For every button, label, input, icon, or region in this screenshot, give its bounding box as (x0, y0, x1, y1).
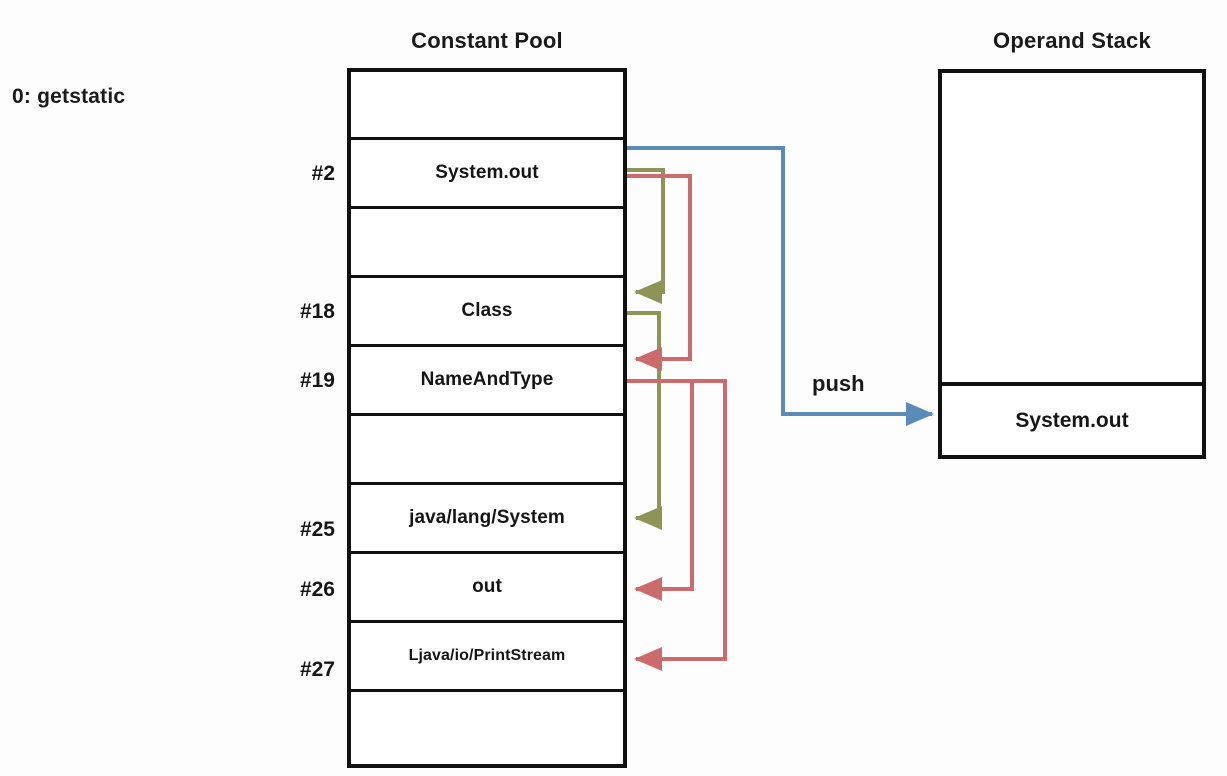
arrow-ref-18-to-25 (627, 311, 662, 530)
cp-cell-value: out (472, 576, 502, 597)
cp-cell-value: java/lang/System (409, 507, 565, 528)
cp-index-2: #2 (311, 162, 335, 185)
table-row[interactable]: out (351, 554, 623, 623)
cp-cell-value: Class (461, 300, 513, 321)
table-row[interactable] (351, 416, 623, 485)
cp-index-27: #27 (299, 658, 335, 681)
operand-stack-empty-space[interactable] (942, 73, 1202, 382)
cp-index-18: #18 (299, 300, 335, 323)
table-row[interactable]: Ljava/io/PrintStream (351, 623, 623, 692)
table-row[interactable]: Class (351, 278, 623, 347)
opcode-label: 0: getstatic (12, 85, 126, 108)
cp-cell-value: NameAndType (420, 369, 554, 390)
table-row[interactable] (351, 72, 623, 140)
cp-index-25: #25 (299, 518, 335, 541)
cp-cell-value: System.out (435, 162, 539, 183)
table-row[interactable] (351, 209, 623, 278)
table-row[interactable]: java/lang/System (351, 485, 623, 554)
arrow-ref-19-to-26 (627, 379, 694, 601)
operand-stack-top-entry[interactable]: System.out (942, 382, 1202, 455)
cp-index-19: #19 (299, 369, 335, 392)
cp-index-26: #26 (299, 578, 335, 601)
table-row[interactable]: NameAndType (351, 347, 623, 416)
constant-pool-title: Constant Pool (411, 28, 563, 53)
arrow-push-to-operand-stack (627, 146, 934, 426)
arrow-ref-19-to-27 (627, 379, 727, 671)
operand-stack-top-text: System.out (1015, 408, 1129, 432)
cp-cell-value: Ljava/io/PrintStream (408, 647, 566, 664)
push-label: push (812, 371, 865, 396)
table-row[interactable] (351, 692, 623, 764)
table-row[interactable]: System.out (351, 140, 623, 209)
arrow-ref-2-to-18 (627, 168, 665, 304)
constant-pool-table: System.out Class NameAndType java/lang/S… (347, 68, 627, 768)
arrow-ref-2-to-19 (627, 174, 692, 371)
operand-stack-box: System.out (938, 69, 1206, 459)
operand-stack-title: Operand Stack (993, 28, 1151, 53)
